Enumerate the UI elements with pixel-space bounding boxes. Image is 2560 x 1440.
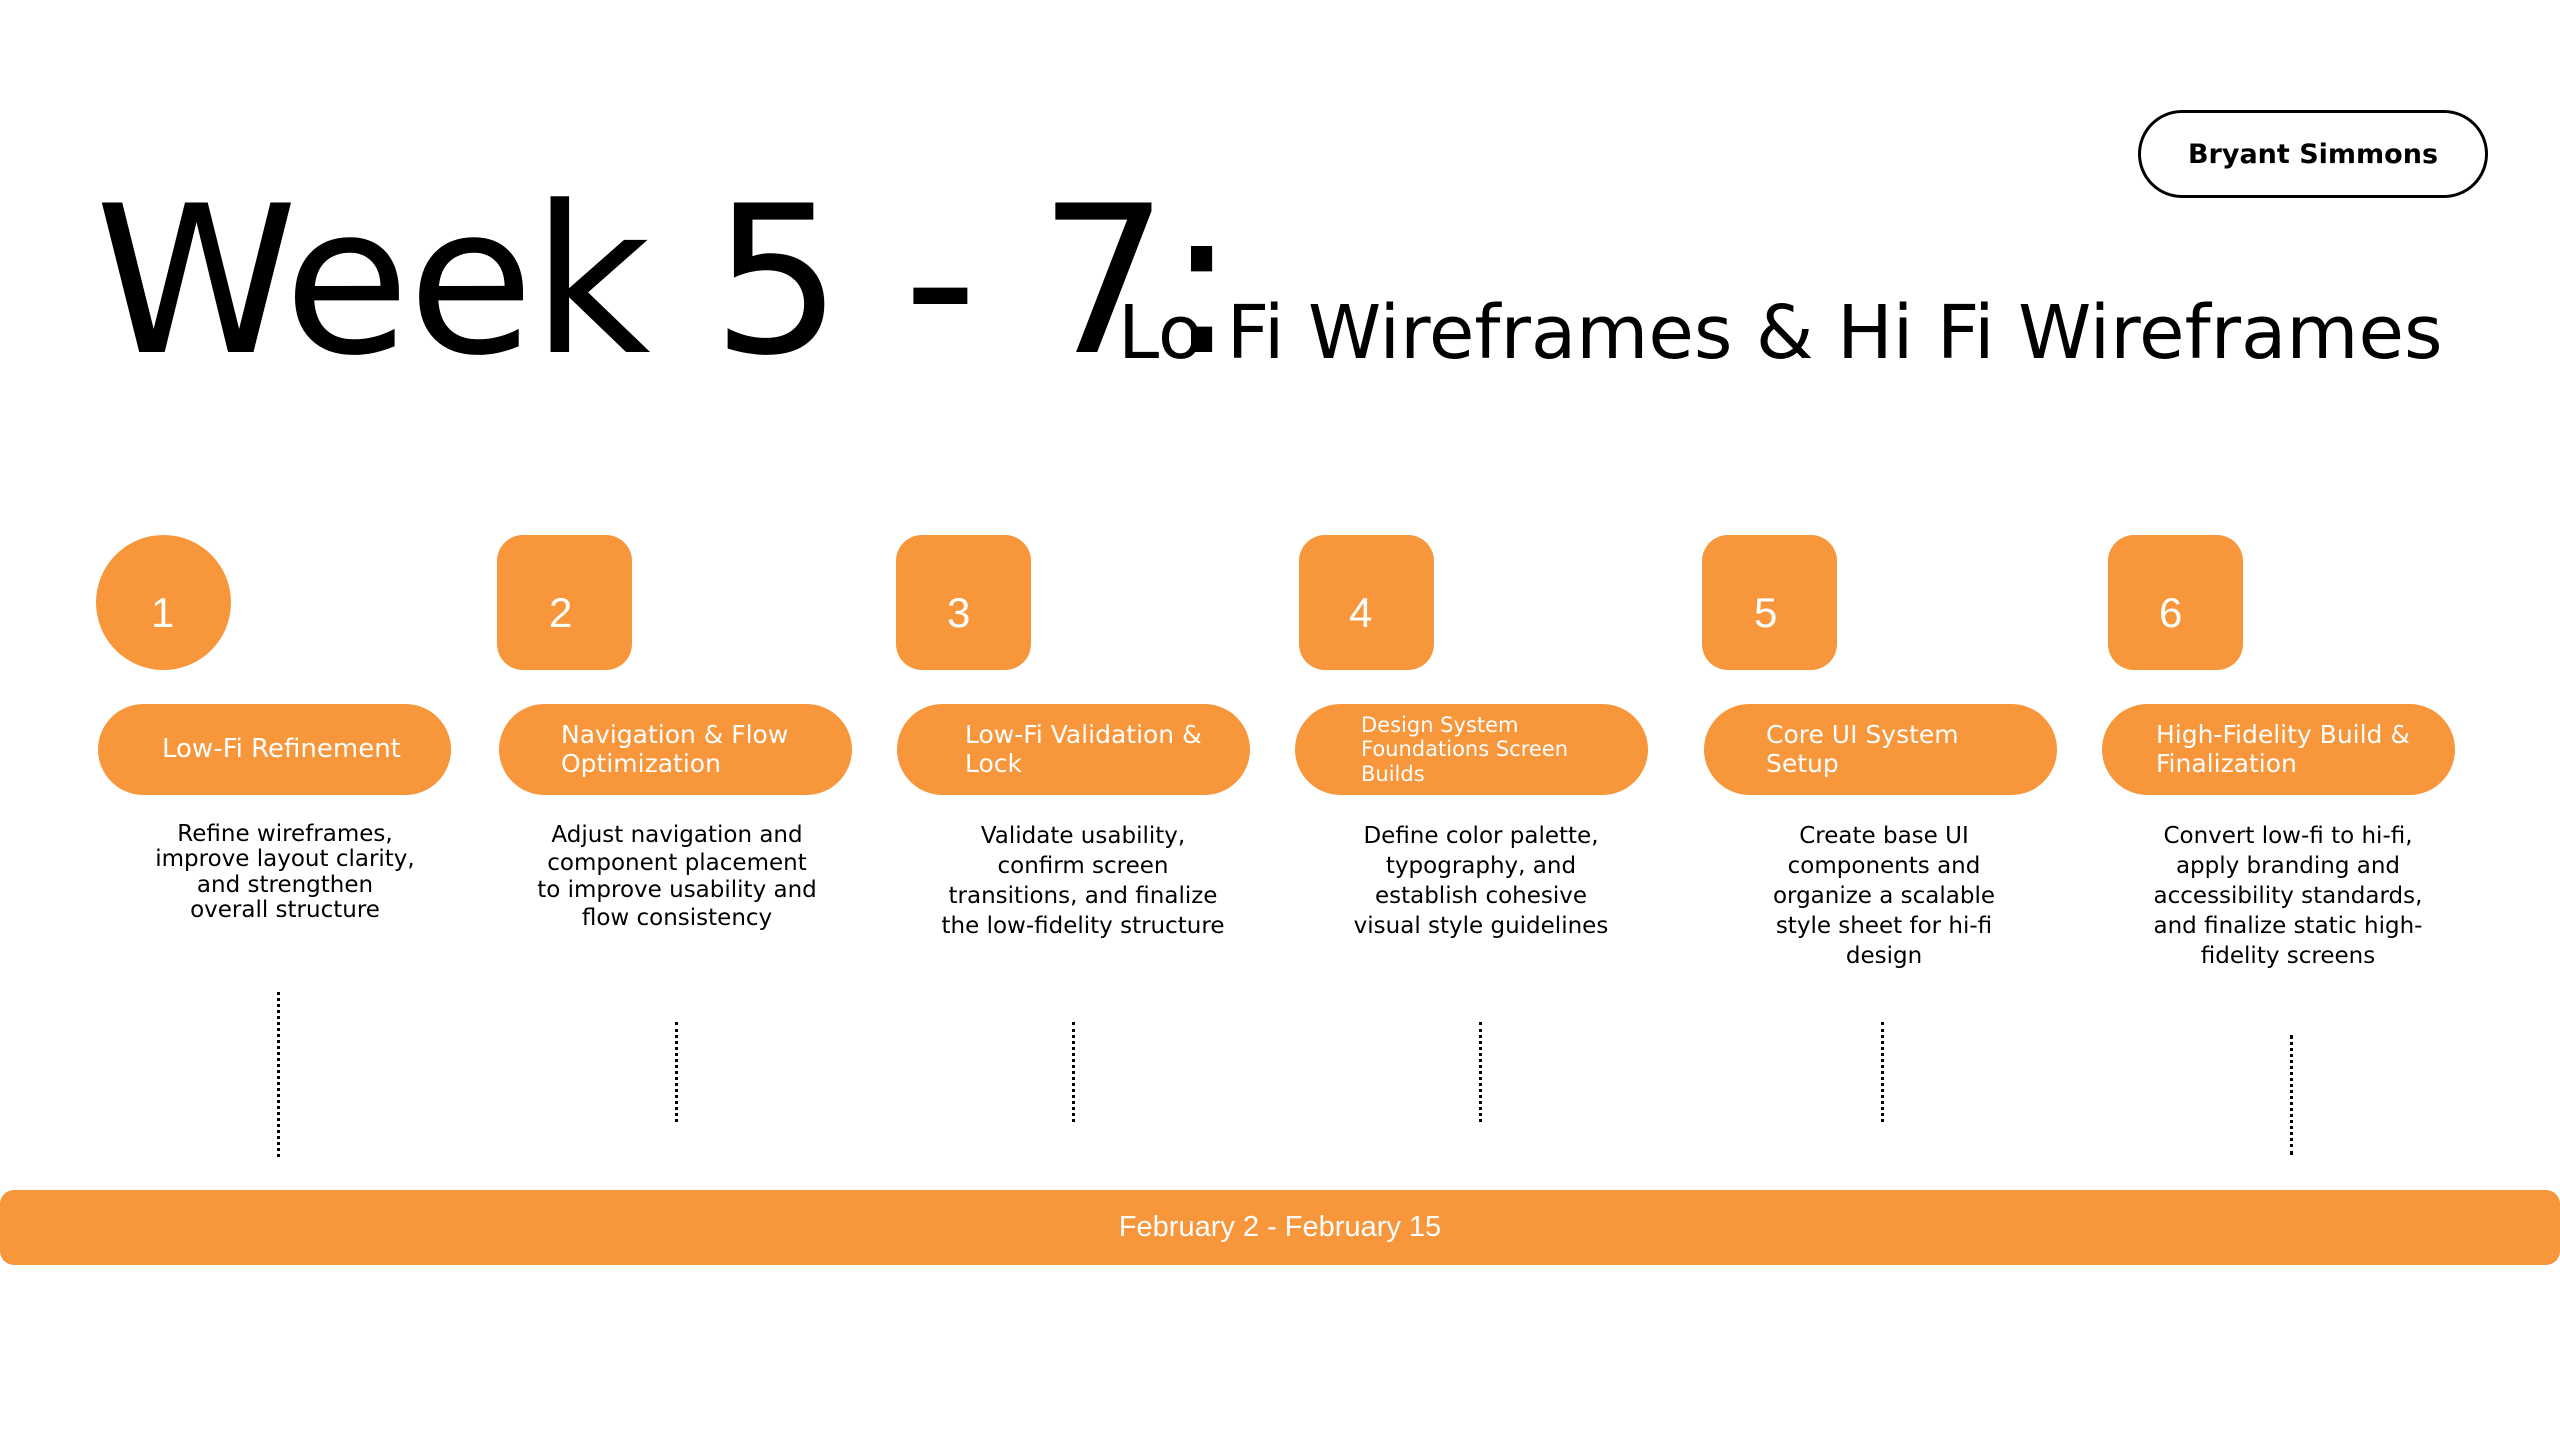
- step-1-connector: [277, 992, 280, 1157]
- step-3-label-pill: Low-Fi Validation & Lock: [897, 704, 1250, 795]
- step-2-description: Adjust navigation and component placemen…: [537, 822, 817, 931]
- page-title: Week 5 - 7:: [95, 163, 1236, 401]
- step-4-label-pill: Design System Foundations Screen Builds: [1295, 704, 1648, 795]
- timeline-bar: February 2 - February 15: [0, 1190, 2560, 1265]
- step-6-connector: [2290, 1035, 2293, 1155]
- step-2-label: Navigation & Flow Optimization: [561, 719, 789, 778]
- step-6-description: Convert low-fi to hi-fi, apply branding …: [2153, 823, 2423, 969]
- step-6-label: High-Fidelity Build & Finalization: [2156, 719, 2410, 778]
- step-2-label-pill: Navigation & Flow Optimization: [499, 704, 852, 795]
- step-1-number-badge: 1: [96, 535, 231, 670]
- step-4-label: Design System Foundations Screen Builds: [1361, 713, 1569, 786]
- step-5-label-pill: Core UI System Setup: [1704, 704, 2057, 795]
- step-1-label-pill: Low-Fi Refinement: [98, 704, 451, 795]
- step-4-description: Define color palette, typography, and es…: [1353, 823, 1609, 939]
- timeline-date-range: February 2 - February 15: [1118, 1211, 1442, 1243]
- step-2-connector: [675, 1022, 678, 1122]
- page-subtitle: Lo Fi Wireframes & Hi Fi Wireframes: [1118, 290, 2443, 376]
- author-badge: Bryant Simmons: [2138, 110, 2488, 198]
- step-5-label: Core UI System Setup: [1766, 719, 1959, 778]
- step-1-label: Low-Fi Refinement: [162, 733, 401, 764]
- step-4-number-badge: 4: [1299, 535, 1434, 670]
- step-1-description: Refine wireframes, improve layout clarit…: [155, 821, 415, 923]
- step-3-number-badge: 3: [896, 535, 1031, 670]
- step-4-connector: [1479, 1022, 1482, 1122]
- step-2-number-badge: 2: [497, 535, 632, 670]
- step-6-number-badge: 6: [2108, 535, 2243, 670]
- step-5-connector: [1881, 1022, 1884, 1122]
- step-6-label-pill: High-Fidelity Build & Finalization: [2102, 704, 2455, 795]
- step-5-number-badge: 5: [1702, 535, 1837, 670]
- step-5-description: Create base UI components and organize a…: [1772, 823, 1996, 969]
- step-3-connector: [1072, 1022, 1075, 1122]
- step-3-description: Validate usability, confirm screen trans…: [941, 823, 1225, 939]
- step-3-label: Low-Fi Validation & Lock: [965, 719, 1202, 778]
